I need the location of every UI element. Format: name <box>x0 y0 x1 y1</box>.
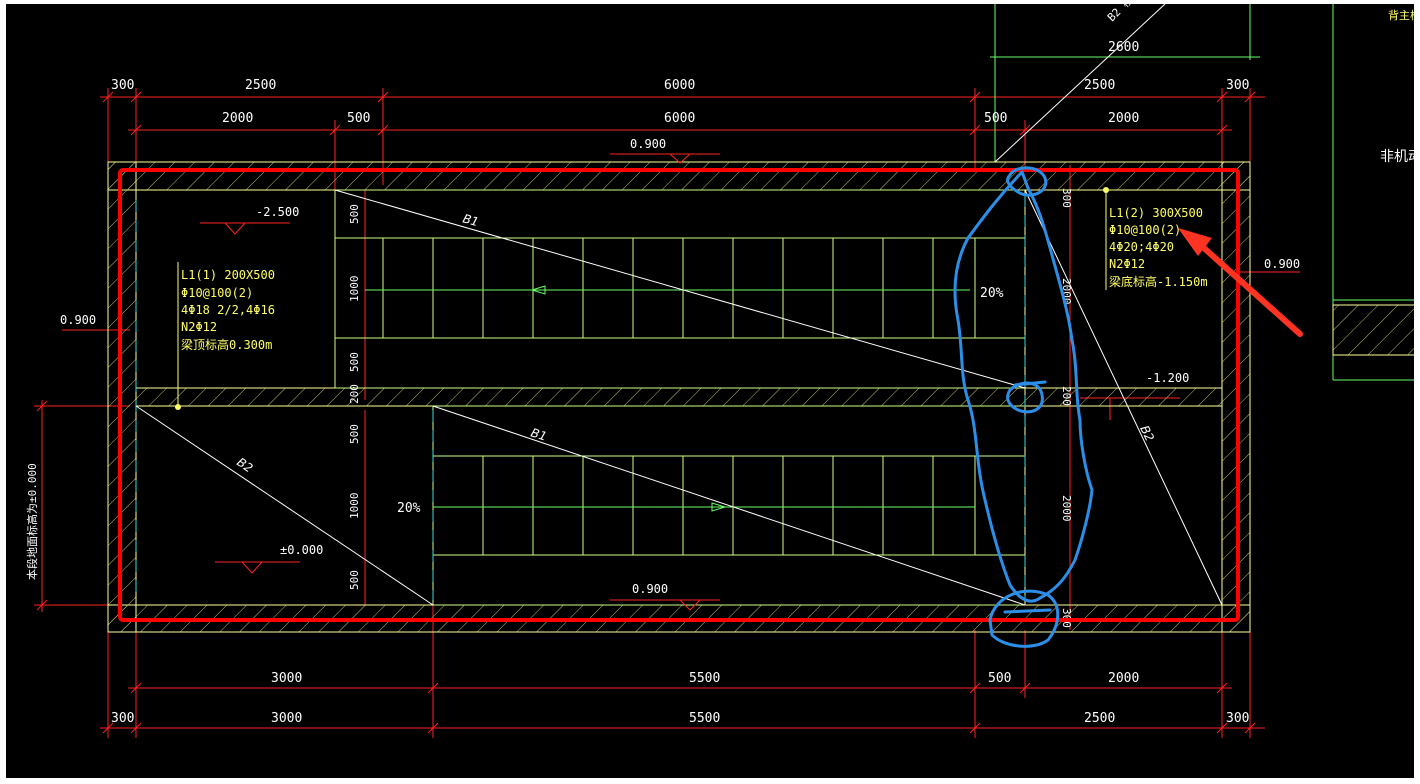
dim-left-lower-2: 500 <box>348 570 361 590</box>
dim-right-2: 200 <box>1060 386 1073 406</box>
cad-drawing[interactable]: 300 2500 6000 2500 300 2600 2000 500 600… <box>6 4 1414 778</box>
note-left-line-3: N2Φ12 <box>181 320 217 334</box>
dim-top2-2: 6000 <box>664 111 695 126</box>
red-arrow <box>1178 228 1303 337</box>
dim-right-0: 300 <box>1060 188 1073 208</box>
dim-bottom1-0: 3000 <box>271 671 302 686</box>
beam-note-right: L1(2) 300X500 Φ10@100(2) 4Φ20;4Φ20 N2Φ12… <box>1109 206 1208 289</box>
elev-lower-left: ±0.000 <box>280 543 323 557</box>
wall-outline <box>107 161 1414 633</box>
dim-left-upper-0: 500 <box>348 204 361 224</box>
elev-left: 0.900 <box>60 313 96 327</box>
cad-viewport[interactable]: 300 2500 6000 2500 300 2600 2000 500 600… <box>6 4 1414 778</box>
note-dot-right <box>1103 187 1109 193</box>
dim-top2-3: 500 <box>984 111 1007 126</box>
dim-left-upper-2: 500 <box>348 352 361 372</box>
slope-lower: 20% <box>397 501 421 516</box>
dim-left-mid: 200 <box>348 384 361 404</box>
red-highlight-box <box>118 168 1240 622</box>
dim-top2-0: 2000 <box>222 111 253 126</box>
dim-top1-2: 6000 <box>664 78 695 93</box>
dim-top1-1: 2500 <box>245 78 276 93</box>
dim-bottom1-1: 5500 <box>689 671 720 686</box>
note-left-line-1: Φ10@100(2) <box>181 286 253 300</box>
elev-bottom: 0.900 <box>632 582 668 596</box>
dim-left-lower-0: 500 <box>348 424 361 444</box>
dimension-lines <box>34 88 1300 738</box>
dim-left-lower-1: 1000 <box>348 493 361 520</box>
dim-top2-1: 500 <box>347 111 370 126</box>
beam-note-left: L1(1) 200X500 Φ10@100(2) 4Φ18 2/2,4Φ16 N… <box>181 268 275 352</box>
note-dot-left <box>175 404 181 410</box>
blue-freehand-loop <box>953 166 1094 648</box>
elev-right-upper: 0.900 <box>1264 257 1300 271</box>
note-left-line-4: 梁顶标高0.300m <box>181 337 272 352</box>
stairs-lower <box>432 405 1026 606</box>
top-leader-diagonal <box>994 4 1166 163</box>
cyan-dash-lines <box>135 195 1026 600</box>
dim-top1-4: 300 <box>1226 78 1249 93</box>
note-right-line-3: N2Φ12 <box>1109 257 1145 271</box>
dim-top-right: 2600 <box>1108 40 1139 55</box>
note-left-line-2: 4Φ18 2/2,4Φ16 <box>181 303 275 317</box>
note-right-line-1: Φ10@100(2) <box>1109 223 1181 237</box>
vertical-left-note: 本段地面标高为±0.000 <box>25 463 39 580</box>
ramp-lower-label: B1 <box>529 426 548 444</box>
elev-right-mid: -1.200 <box>1146 371 1189 385</box>
note-left-line-0: L1(1) 200X500 <box>181 268 275 282</box>
slope-upper: 20% <box>980 286 1004 301</box>
dim-bottom2-4: 300 <box>1226 711 1249 726</box>
top-partial-text: B2 楼梯Φ12 <box>1104 4 1158 24</box>
dim-bottom1-2: 500 <box>988 671 1011 686</box>
dim-top1-3: 2500 <box>1084 78 1115 93</box>
dim-bottom2-3: 2500 <box>1084 711 1115 726</box>
dim-bottom2-0: 300 <box>111 711 134 726</box>
ramp-left-diag-label: B2 <box>234 455 255 475</box>
dim-right-3: 2000 <box>1060 495 1073 522</box>
ramp-diagonals <box>135 189 1223 606</box>
right-partial-text: 非机动 <box>1380 149 1414 165</box>
elev-upper-left: -2.500 <box>256 205 299 219</box>
ramp-labels: B1 B1 B2 B2 20% 20% <box>234 211 1157 516</box>
elev-top: 0.900 <box>630 137 666 151</box>
note-right-line-2: 4Φ20;4Φ20 <box>1109 240 1174 254</box>
stairs-upper <box>334 189 1026 389</box>
dim-top2-4: 2000 <box>1108 111 1139 126</box>
ramp-upper-label: B1 <box>461 211 480 229</box>
dim-top1-0: 300 <box>111 78 134 93</box>
note-right-line-4: 梁底标高-1.150m <box>1109 274 1208 289</box>
dim-left-upper-1: 1000 <box>348 276 361 303</box>
dim-bottom1-3: 2000 <box>1108 671 1139 686</box>
ramp-right-diag-label: B2 <box>1137 423 1157 443</box>
note-right-line-0: L1(2) 300X500 <box>1109 206 1203 220</box>
dim-bottom2-1: 3000 <box>271 711 302 726</box>
elevation-markers <box>200 153 720 611</box>
elevation-text: 0.900 -2.500 0.900 0.900 ±0.000 0.900 -1… <box>60 137 1300 596</box>
top-right-partial-text: 背主梯 <box>1388 8 1414 22</box>
dim-bottom2-2: 5500 <box>689 711 720 726</box>
dim-right-4: 300 <box>1060 608 1073 628</box>
note-leaders <box>177 190 1107 407</box>
dimension-text: 300 2500 6000 2500 300 2600 2000 500 600… <box>111 40 1249 726</box>
